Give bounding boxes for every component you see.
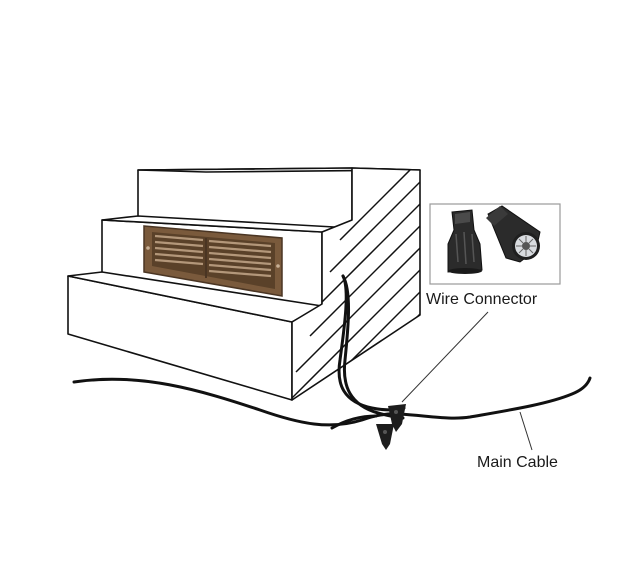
connector-inset xyxy=(429,203,561,285)
wire-connector-leader xyxy=(401,311,489,403)
main-cable xyxy=(72,376,592,430)
main-cable-leader xyxy=(519,411,533,451)
wire-connector-icon xyxy=(376,404,406,450)
main-cable-label: Main Cable xyxy=(477,454,558,471)
louvered-step-light-icon xyxy=(143,225,283,297)
wire-nut-open-view-icon xyxy=(486,205,541,263)
fixture-lead-wire xyxy=(337,274,406,420)
stair-side-wall xyxy=(291,167,421,401)
wire-nut-side-view-icon xyxy=(447,209,483,274)
wire-connector-label: Wire Connector xyxy=(426,291,538,308)
leader-lines xyxy=(401,311,533,451)
